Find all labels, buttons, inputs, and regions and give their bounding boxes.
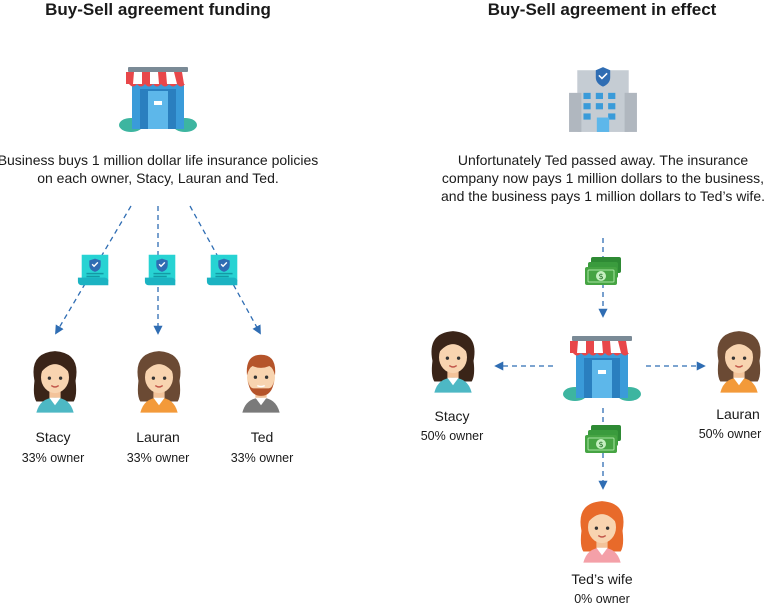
- wife-name: Ted’s wife: [571, 571, 633, 587]
- woman-avatar-icon: [711, 325, 767, 395]
- left-description: Business buys 1 million dollar life insu…: [0, 152, 319, 186]
- owner-share-lauran: 33% owner: [126, 451, 190, 465]
- lauran-share: 50% owner: [698, 427, 762, 441]
- money-stack-icon: [583, 425, 623, 459]
- owner-share-stacy: 33% owner: [21, 451, 85, 465]
- wife-share: 0% owner: [574, 592, 630, 606]
- policy-document-icon: [205, 252, 243, 288]
- stacy-share: 50% owner: [420, 429, 484, 443]
- woman-avatar-icon: [27, 345, 83, 415]
- insurance-building-icon: [567, 62, 639, 134]
- owner-name-lauran: Lauran: [136, 429, 180, 445]
- owner-share-ted: 33% owner: [230, 451, 294, 465]
- store-icon: [561, 332, 643, 402]
- right-title: Buy-Sell agreement in effect: [487, 0, 717, 19]
- right-description: Unfortunately Ted passed away. The insur…: [441, 152, 765, 204]
- lauran-name: Lauran: [716, 406, 760, 422]
- owner-name-ted: Ted: [250, 429, 274, 445]
- money-stack-icon: [583, 257, 623, 291]
- woman-avatar-icon: [574, 495, 630, 565]
- store-icon: [117, 63, 199, 133]
- woman-avatar-icon: [425, 325, 481, 395]
- man-avatar-icon: [233, 345, 289, 415]
- policy-document-icon: [143, 252, 181, 288]
- woman-avatar-icon: [131, 345, 187, 415]
- owner-name-stacy: Stacy: [35, 429, 71, 445]
- stacy-name: Stacy: [434, 408, 470, 424]
- policy-document-icon: [76, 252, 114, 288]
- left-title: Buy-Sell agreement funding: [45, 0, 271, 19]
